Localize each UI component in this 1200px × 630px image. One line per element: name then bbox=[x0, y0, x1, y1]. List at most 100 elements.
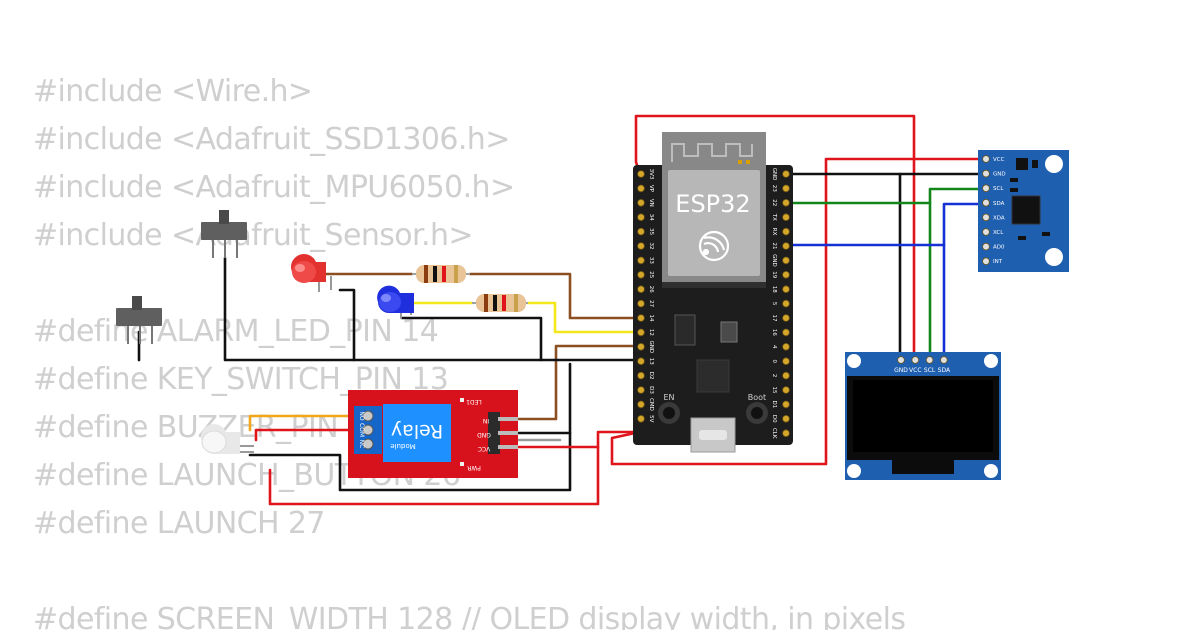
pin-hole[interactable] bbox=[637, 400, 645, 409]
pin-label: XCL bbox=[993, 230, 1004, 236]
pin-label: 14 bbox=[648, 315, 654, 322]
pin-hole[interactable] bbox=[782, 256, 790, 265]
relay-pin-vcc: VCC bbox=[478, 445, 490, 452]
led-blue[interactable] bbox=[377, 285, 414, 319]
wire-brown-relay-in[interactable] bbox=[516, 344, 642, 421]
wire-black-led-cathode[interactable] bbox=[338, 288, 356, 362]
pin-hole[interactable] bbox=[782, 242, 790, 250]
pin-hole[interactable] bbox=[925, 356, 934, 364]
wire-black-relay-gnd[interactable] bbox=[516, 362, 572, 435]
wire-red-relay-vcc-2[interactable] bbox=[596, 430, 642, 449]
pin-hole[interactable] bbox=[982, 184, 990, 193]
wire-green-scl-mpu[interactable] bbox=[784, 187, 987, 205]
led-red[interactable] bbox=[291, 254, 332, 292]
pin-hole[interactable] bbox=[782, 213, 790, 222]
slide-switch-2[interactable] bbox=[116, 296, 162, 344]
pin-hole[interactable] bbox=[782, 184, 790, 193]
wire-brown-red-led-2[interactable] bbox=[468, 272, 642, 320]
pin-hole[interactable] bbox=[637, 328, 645, 337]
wire-blue-sda-mpu[interactable] bbox=[784, 202, 987, 247]
pin-hole[interactable] bbox=[782, 400, 790, 409]
resistor-1[interactable] bbox=[412, 265, 470, 283]
pin-label: D3 bbox=[648, 386, 654, 394]
pin-hole[interactable] bbox=[637, 242, 645, 250]
pin-hole[interactable] bbox=[982, 228, 990, 236]
wire-black-switch1[interactable] bbox=[223, 256, 642, 362]
pin-hole[interactable] bbox=[982, 169, 990, 178]
pin-label: 5V bbox=[648, 415, 654, 422]
relay-subtitle: Module bbox=[390, 442, 415, 450]
pin-hole[interactable] bbox=[782, 170, 790, 178]
pin-hole[interactable] bbox=[782, 371, 790, 380]
resistor-2[interactable] bbox=[472, 294, 528, 312]
pin-hole[interactable] bbox=[782, 285, 790, 294]
wire-red-5v-loop[interactable] bbox=[610, 157, 987, 466]
pin-hole[interactable] bbox=[637, 285, 645, 294]
pin-hole[interactable] bbox=[637, 270, 645, 279]
pin-hole[interactable] bbox=[982, 242, 990, 251]
pin-hole[interactable] bbox=[982, 155, 990, 163]
esp32-devkit[interactable]: ESP32 EN Boot bbox=[633, 132, 793, 453]
pin-hole[interactable] bbox=[982, 213, 990, 222]
pin-label: D0 bbox=[771, 415, 777, 423]
pin-label: 15 bbox=[771, 387, 777, 394]
pin-hole[interactable] bbox=[911, 356, 920, 364]
pin-hole[interactable] bbox=[982, 257, 990, 266]
pin-hole[interactable] bbox=[782, 299, 790, 308]
pin-hole[interactable] bbox=[637, 199, 645, 207]
pin-hole[interactable] bbox=[637, 414, 645, 423]
pin-hole[interactable] bbox=[637, 342, 645, 351]
slide-switch-1[interactable] bbox=[201, 210, 247, 258]
pin-hole[interactable] bbox=[940, 356, 948, 364]
wire-yellow-blue-led-2[interactable] bbox=[526, 301, 642, 334]
pin-hole[interactable] bbox=[782, 270, 790, 279]
pin-hole[interactable] bbox=[782, 227, 790, 236]
pin-label: 25 bbox=[648, 271, 654, 278]
pin-label: 32 bbox=[648, 243, 654, 250]
pin-hole[interactable] bbox=[782, 429, 790, 438]
pin-label: 23 bbox=[771, 185, 777, 192]
wire-black-led2-cathode[interactable] bbox=[400, 316, 543, 362]
pin-hole[interactable] bbox=[782, 342, 790, 351]
pin-hole[interactable] bbox=[637, 314, 645, 322]
pin-hole[interactable] bbox=[782, 386, 790, 394]
pin-label: 17 bbox=[771, 315, 777, 322]
pin-hole[interactable] bbox=[897, 356, 905, 364]
relay-led-label: LED1 bbox=[466, 398, 482, 405]
pin-label: 22 bbox=[771, 199, 777, 206]
wire-black-bottom[interactable] bbox=[248, 431, 572, 492]
pin-hole[interactable] bbox=[637, 184, 645, 193]
pin-hole[interactable] bbox=[637, 256, 645, 265]
pin-label: GND bbox=[771, 168, 777, 181]
code-line: #define LAUNCH 27 bbox=[33, 506, 325, 541]
relay-module[interactable]: Relay Module NO COM NC LED1 PWR IN GND V… bbox=[348, 390, 518, 478]
pin-hole[interactable] bbox=[782, 314, 790, 322]
wire-orange-relay-no[interactable] bbox=[248, 414, 367, 432]
pin-label: GND bbox=[894, 367, 908, 374]
relay-pin-no: NO bbox=[358, 411, 365, 420]
pin-hole[interactable] bbox=[782, 199, 790, 207]
pin-hole[interactable] bbox=[782, 414, 790, 423]
pin-hole[interactable] bbox=[637, 371, 645, 380]
pin-hole[interactable] bbox=[782, 357, 790, 366]
pin-hole[interactable] bbox=[637, 386, 645, 394]
wire-red-relay-vcc[interactable] bbox=[268, 445, 600, 506]
code-line: #define SCREEN_WIDTH 128 // OLED display… bbox=[33, 602, 906, 630]
pin-hole[interactable] bbox=[982, 199, 990, 207]
pin-hole[interactable] bbox=[637, 213, 645, 222]
led-white[interactable] bbox=[201, 424, 254, 454]
pin-hole[interactable] bbox=[782, 328, 790, 337]
pin-label: GND bbox=[648, 340, 654, 353]
pin-label: VCC bbox=[909, 367, 921, 374]
pin-hole[interactable] bbox=[637, 357, 645, 366]
wire-red-relay-com[interactable] bbox=[254, 428, 367, 442]
pin-hole[interactable] bbox=[637, 299, 645, 308]
pin-hole[interactable] bbox=[637, 170, 645, 178]
pin-hole[interactable] bbox=[637, 227, 645, 236]
relay-pin-nc: NC bbox=[358, 440, 365, 449]
